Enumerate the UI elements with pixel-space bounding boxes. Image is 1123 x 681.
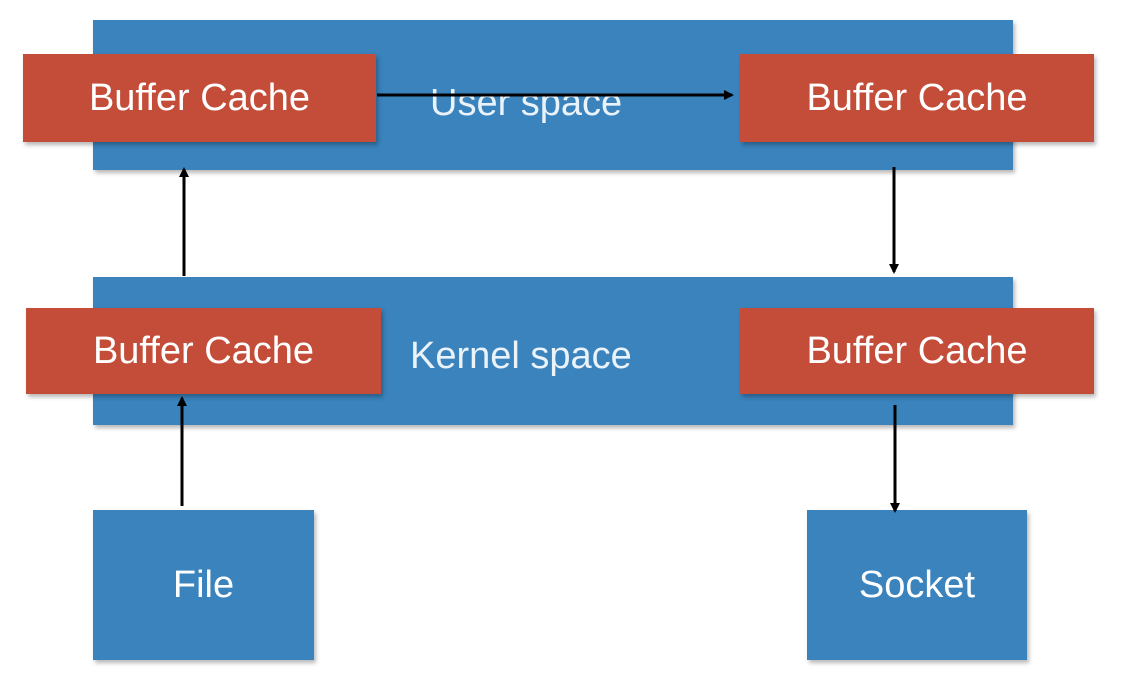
user-buffer-cache-right-label: Buffer Cache	[806, 77, 1028, 119]
kernel-space-label: Kernel space	[410, 335, 632, 377]
kernel-buffer-cache-right: Buffer Cache	[740, 308, 1094, 394]
socket-label: Socket	[858, 564, 976, 606]
kernel-buffer-cache-left-label: Buffer Cache	[92, 330, 315, 372]
user-buffer-cache-left: Buffer Cache	[23, 54, 376, 142]
file-box: File	[93, 510, 314, 660]
user-buffer-cache-left-label: Buffer Cache	[88, 77, 311, 119]
kernel-buffer-cache-left: Buffer Cache	[26, 308, 381, 394]
user-buffer-cache-right: Buffer Cache	[740, 54, 1094, 142]
user-space-label: User space	[430, 82, 623, 124]
kernel-buffer-cache-right-label: Buffer Cache	[806, 330, 1028, 372]
file-label: File	[172, 564, 235, 606]
socket-box: Socket	[807, 510, 1027, 660]
